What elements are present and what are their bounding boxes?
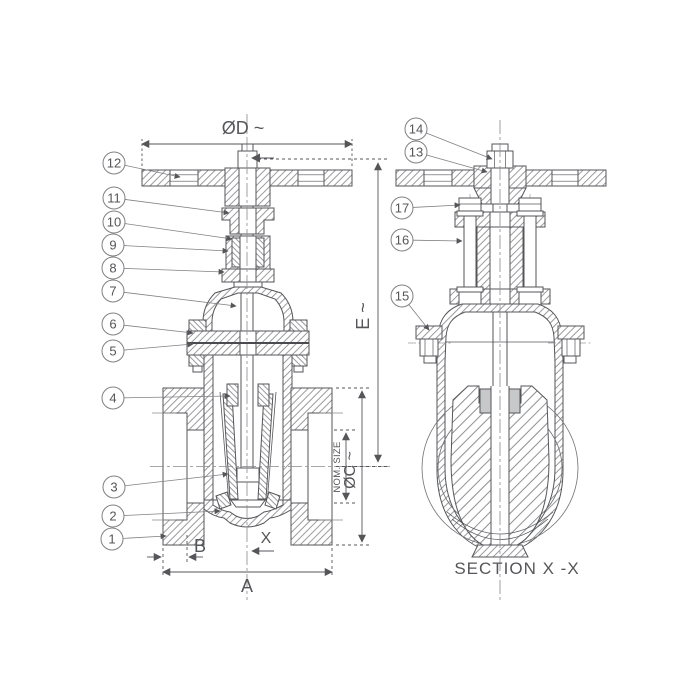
callout-16: 16 — [390, 228, 463, 252]
callout-circle — [102, 475, 126, 499]
gland-bolt-right — [516, 194, 544, 314]
callout-number: 2 — [109, 509, 116, 524]
gland-bolt-left — [456, 194, 484, 314]
section-cut-arrow-bottom: X — [251, 530, 274, 556]
callout-number: 16 — [395, 233, 409, 248]
callout-leader — [426, 154, 488, 174]
callout-leader — [124, 164, 181, 179]
callout-leader — [123, 267, 225, 275]
callout-leader — [412, 237, 463, 244]
handwheel-section — [395, 165, 607, 205]
callout-number: 1 — [108, 532, 115, 547]
callout-leader — [123, 291, 237, 309]
callout-17: 17 — [390, 196, 461, 220]
dim-nominal-size: NOM. SIZE — [332, 429, 356, 504]
dim-label-nominal-size: NOM. SIZE — [332, 441, 343, 492]
callout-circle — [102, 151, 126, 175]
callout-circle — [101, 279, 125, 303]
callout-5: 5 — [101, 339, 194, 363]
dim-label-a: A — [241, 576, 253, 596]
callout-6: 6 — [101, 312, 194, 336]
callout-circle — [101, 339, 125, 363]
callout-number: 9 — [109, 238, 116, 253]
callout-leader — [123, 508, 221, 516]
dim-label-diameter-d: ØD ~ — [222, 118, 265, 138]
callout-leader — [123, 393, 231, 400]
callout-circle — [100, 527, 124, 551]
callout-leader — [408, 304, 430, 331]
callout-13: 13 — [404, 140, 488, 174]
callout-number: 5 — [109, 344, 116, 359]
callout-circle — [101, 233, 125, 257]
callout-10: 10 — [102, 210, 233, 242]
callout-circle — [404, 140, 428, 164]
dim-label-b: B — [194, 536, 206, 556]
callout-3: 3 — [102, 471, 229, 499]
callout-circle — [101, 256, 125, 280]
callout-circle — [404, 117, 428, 141]
callout-number: 7 — [109, 284, 116, 299]
callout-leader — [123, 324, 194, 336]
callout-number: 14 — [409, 122, 423, 137]
dimensions: ØD ~ E ~ ØC ~ NOM. SIZE A — [141, 118, 388, 596]
callout-number: 17 — [395, 201, 409, 216]
callout-circle — [390, 196, 414, 220]
callout-leader — [412, 202, 461, 209]
callout-circle — [101, 312, 125, 336]
handwheel-nut — [237, 143, 258, 169]
callout-circle — [101, 386, 125, 410]
callout-circle — [102, 186, 126, 210]
valve-body — [203, 354, 293, 528]
callout-circle — [102, 210, 126, 234]
callout-circle — [101, 504, 125, 528]
callout-7: 7 — [101, 279, 237, 309]
dim-diameter-d: ØD ~ — [141, 118, 353, 166]
callout-leader — [124, 223, 233, 242]
callout-leader — [124, 471, 229, 487]
callout-1: 1 — [100, 527, 167, 551]
dim-flange-thickness-b: B — [147, 535, 206, 562]
callout-15: 15 — [390, 284, 430, 331]
callout-leader — [123, 341, 194, 351]
section-view — [395, 143, 607, 558]
callout-number: 4 — [109, 391, 116, 406]
callout-leader — [124, 199, 230, 216]
section-title: SECTION X -X — [454, 559, 579, 578]
dim-label-x: X — [261, 530, 272, 547]
callout-11: 11 — [102, 186, 230, 216]
callout-8: 8 — [101, 256, 225, 280]
centerlines — [150, 114, 501, 600]
callout-number: 11 — [107, 191, 121, 206]
callout-2: 2 — [101, 504, 221, 528]
callout-number: 10 — [107, 215, 121, 230]
callout-9: 9 — [101, 233, 229, 257]
seat-rings — [215, 491, 281, 510]
callout-number: 15 — [395, 289, 409, 304]
gland-packing — [225, 235, 271, 270]
callout-14: 14 — [404, 117, 493, 160]
side-boss-right — [548, 325, 592, 364]
callout-number: 8 — [109, 261, 116, 276]
dim-face-to-face-a: A — [162, 548, 333, 596]
callout-number: 13 — [409, 145, 423, 160]
callout-12: 12 — [102, 151, 181, 179]
wedge-gate — [219, 391, 277, 508]
callout-circle — [390, 228, 414, 252]
dim-label-height-e: E ~ — [353, 302, 373, 330]
callout-4: 4 — [101, 386, 231, 410]
side-boss-left — [408, 325, 452, 364]
bonnet-flange — [186, 319, 310, 373]
callout-leader — [123, 245, 229, 254]
callout-leader — [426, 132, 493, 160]
callout-leader — [122, 533, 167, 540]
callout-number: 6 — [109, 317, 116, 332]
dim-label-diameter-c: ØC ~ — [342, 451, 359, 489]
callout-circle — [390, 284, 414, 308]
callout-number: 3 — [110, 480, 117, 495]
callout-number: 12 — [107, 156, 121, 171]
